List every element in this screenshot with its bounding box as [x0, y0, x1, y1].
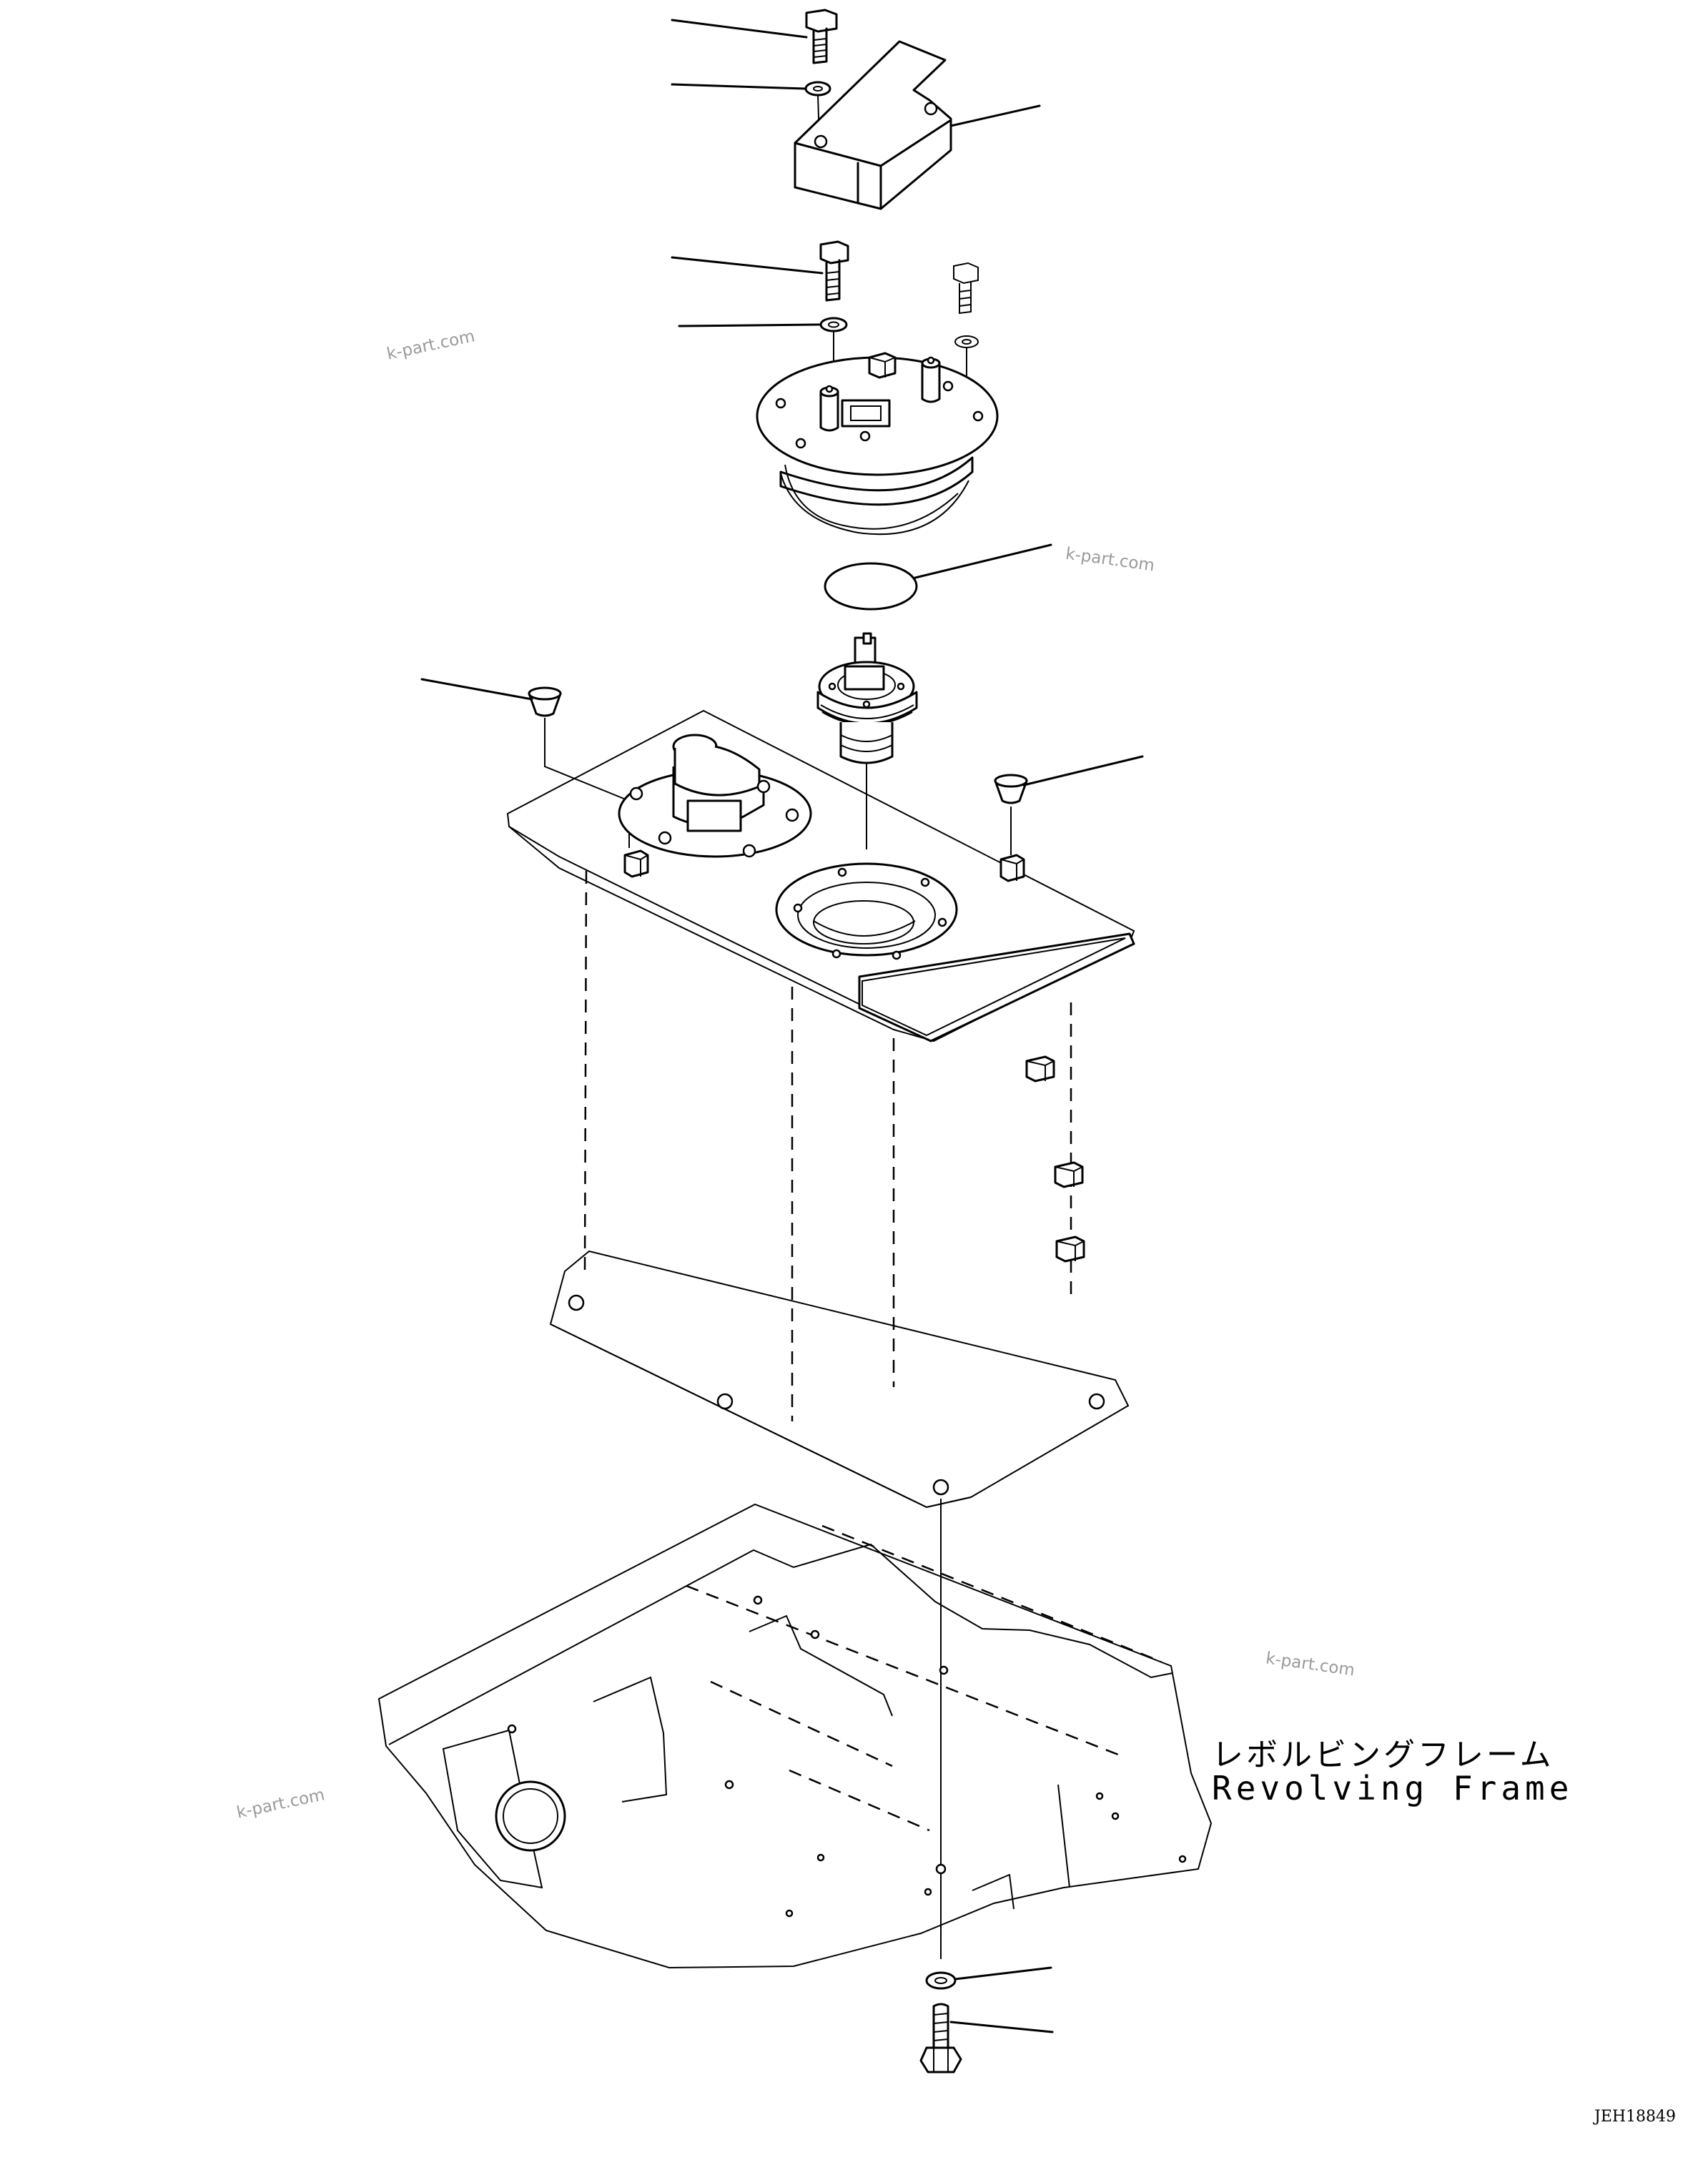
leader-cover	[949, 104, 1041, 127]
leader-cover-washer	[671, 83, 806, 90]
bottom-washer	[925, 1971, 957, 1990]
leader-bottom-bolt	[949, 2021, 1054, 2033]
cover-bolt	[805, 9, 838, 64]
leader-flange-washer	[678, 323, 821, 327]
part-name-japanese: レボルビングフレーム	[1212, 1737, 1554, 1773]
revolving-frame	[377, 1503, 1213, 1969]
part-name-english: Revolving Frame	[1212, 1769, 1574, 1808]
rubber-cap-right	[994, 774, 1028, 804]
leader-cover-bolt	[671, 19, 808, 39]
leader-o-ring	[914, 543, 1052, 579]
cover-bracket	[794, 40, 952, 210]
fuel-tank	[506, 709, 1135, 1509]
cover-washer	[804, 81, 831, 97]
flange-washer-left	[819, 317, 848, 332]
leader-cap-left	[420, 678, 533, 701]
leader-bottom-washer	[954, 1966, 1052, 1981]
mounting-flange	[756, 352, 999, 530]
bottom-bolt	[919, 2003, 962, 2073]
level-sensor	[816, 632, 918, 764]
leader-flange-bolt	[671, 256, 824, 275]
drawing-code: JEH18849	[1594, 2108, 1677, 2126]
flange-bolt-left	[819, 240, 849, 302]
flange-skirt	[780, 473, 969, 536]
leader-cap-right	[1022, 755, 1144, 786]
rubber-cap-left	[528, 686, 562, 717]
o-ring	[824, 562, 918, 611]
flange-bolt-right	[953, 262, 979, 348]
